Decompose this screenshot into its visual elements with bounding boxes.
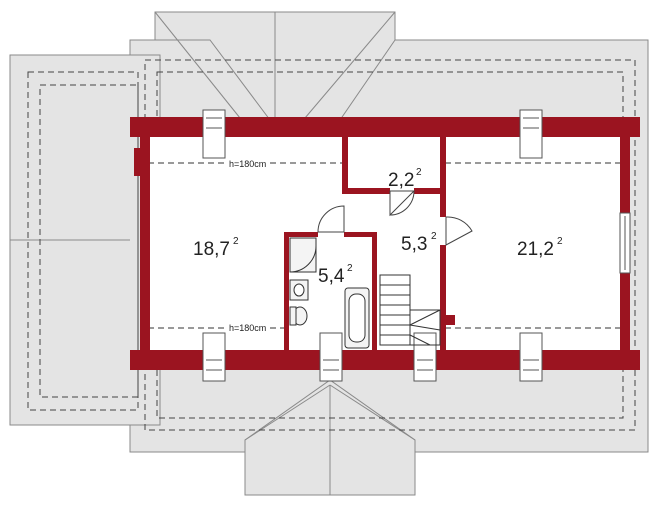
stairs-frame [379,274,411,346]
area-label-hall: 5,3 [401,234,427,255]
area-label-small-room: 2,2 [388,170,414,191]
area-sup-left-room: 2 [233,236,239,247]
window-top-left [202,109,226,159]
area-sup-bathroom: 2 [347,263,353,274]
height-lines [148,162,625,329]
window-panes [206,117,626,371]
window-bottom-3 [413,332,437,382]
stairs-winder [410,309,441,346]
wall-left-chimney [134,148,150,176]
wall-hall-right-bottom [440,245,446,350]
window-bottom-2 [319,332,343,382]
wall-bath-left [284,232,289,350]
wall-bottom [130,350,640,370]
shower [289,237,317,273]
area-label-left-room: 18,7 [193,239,230,260]
wall-hall-right-top [440,137,446,217]
wall-top [130,117,640,137]
stairs [379,274,441,346]
door-small-room [389,190,416,217]
window-bottom-4 [519,332,543,382]
area-sup-right-room: 2 [557,236,563,247]
wall-left [140,137,150,350]
area-sup-hall: 2 [431,231,437,242]
area-label-bathroom: 5,4 [318,266,345,287]
doors [317,190,473,246]
bath-fixtures [289,237,370,349]
wall-small-left [342,137,348,192]
area-sup-small-room: 2 [416,167,422,178]
wall-small-bottom-left [342,188,390,194]
roof-lines [10,11,416,495]
height-label-top: h=180cm [229,159,266,169]
area-label-right-room: 21,2 [517,239,554,260]
door-right-room [445,216,473,246]
wall-small-bottom-right [414,188,444,194]
wall-bath-top-right [344,232,374,237]
window-bottom-1 [202,332,226,382]
wall-bath-right [372,232,377,350]
height-label-bottom: h=180cm [229,323,266,333]
door-left-room [317,205,345,233]
wall-stair-stub [446,315,455,325]
height-labels: h=180cm h=180cm [229,159,266,333]
wall-bath-top-left [284,232,318,237]
windows [202,109,631,382]
door-small-arc [389,190,415,216]
window-top-right [519,109,543,159]
room-labels: 18,7 2 21,2 2 2,2 2 5,3 2 5,4 2 [193,167,563,287]
